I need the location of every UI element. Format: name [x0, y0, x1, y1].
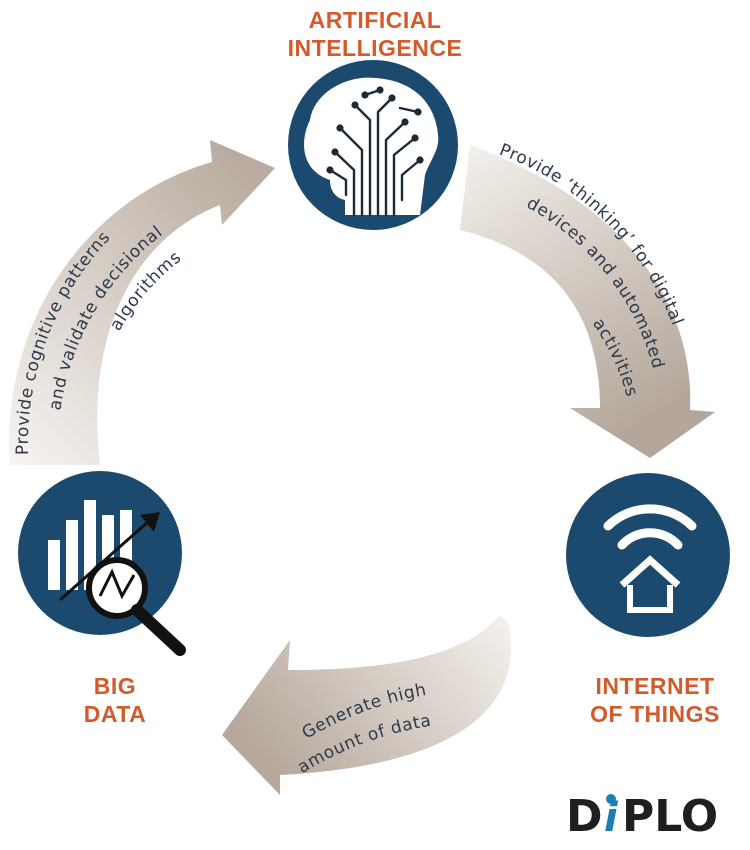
node-title-big-data: BIG DATA	[60, 672, 170, 728]
node-title-line: DATA	[83, 701, 147, 727]
arrow-bigdata-to-ai	[9, 140, 275, 465]
node-title-line: BIG	[93, 673, 137, 699]
logo-dot	[606, 794, 616, 804]
node-title-internet-of-things: INTERNET OF THINGS	[575, 672, 735, 728]
node-title-line: OF THINGS	[590, 701, 720, 727]
node-title-line: INTELLIGENCE	[287, 35, 463, 61]
brain-circuit-head-icon	[288, 60, 458, 230]
arrow-ai-to-iot	[460, 145, 715, 458]
logo-letter-d: D	[566, 791, 603, 841]
node-title-artificial-intelligence: ARTIFICIAL INTELLIGENCE	[250, 6, 500, 62]
node-title-line: INTERNET	[595, 673, 715, 699]
chart-magnifier-icon	[18, 471, 186, 656]
logo-letter-i: i	[604, 795, 619, 841]
wifi-house-icon	[566, 473, 730, 637]
arrow-iot-to-bigdata	[222, 615, 511, 795]
logo-letters-plo: PLO	[622, 791, 718, 841]
diplo-logo: D i PLO	[566, 791, 718, 841]
node-title-line: ARTIFICIAL	[308, 7, 442, 33]
